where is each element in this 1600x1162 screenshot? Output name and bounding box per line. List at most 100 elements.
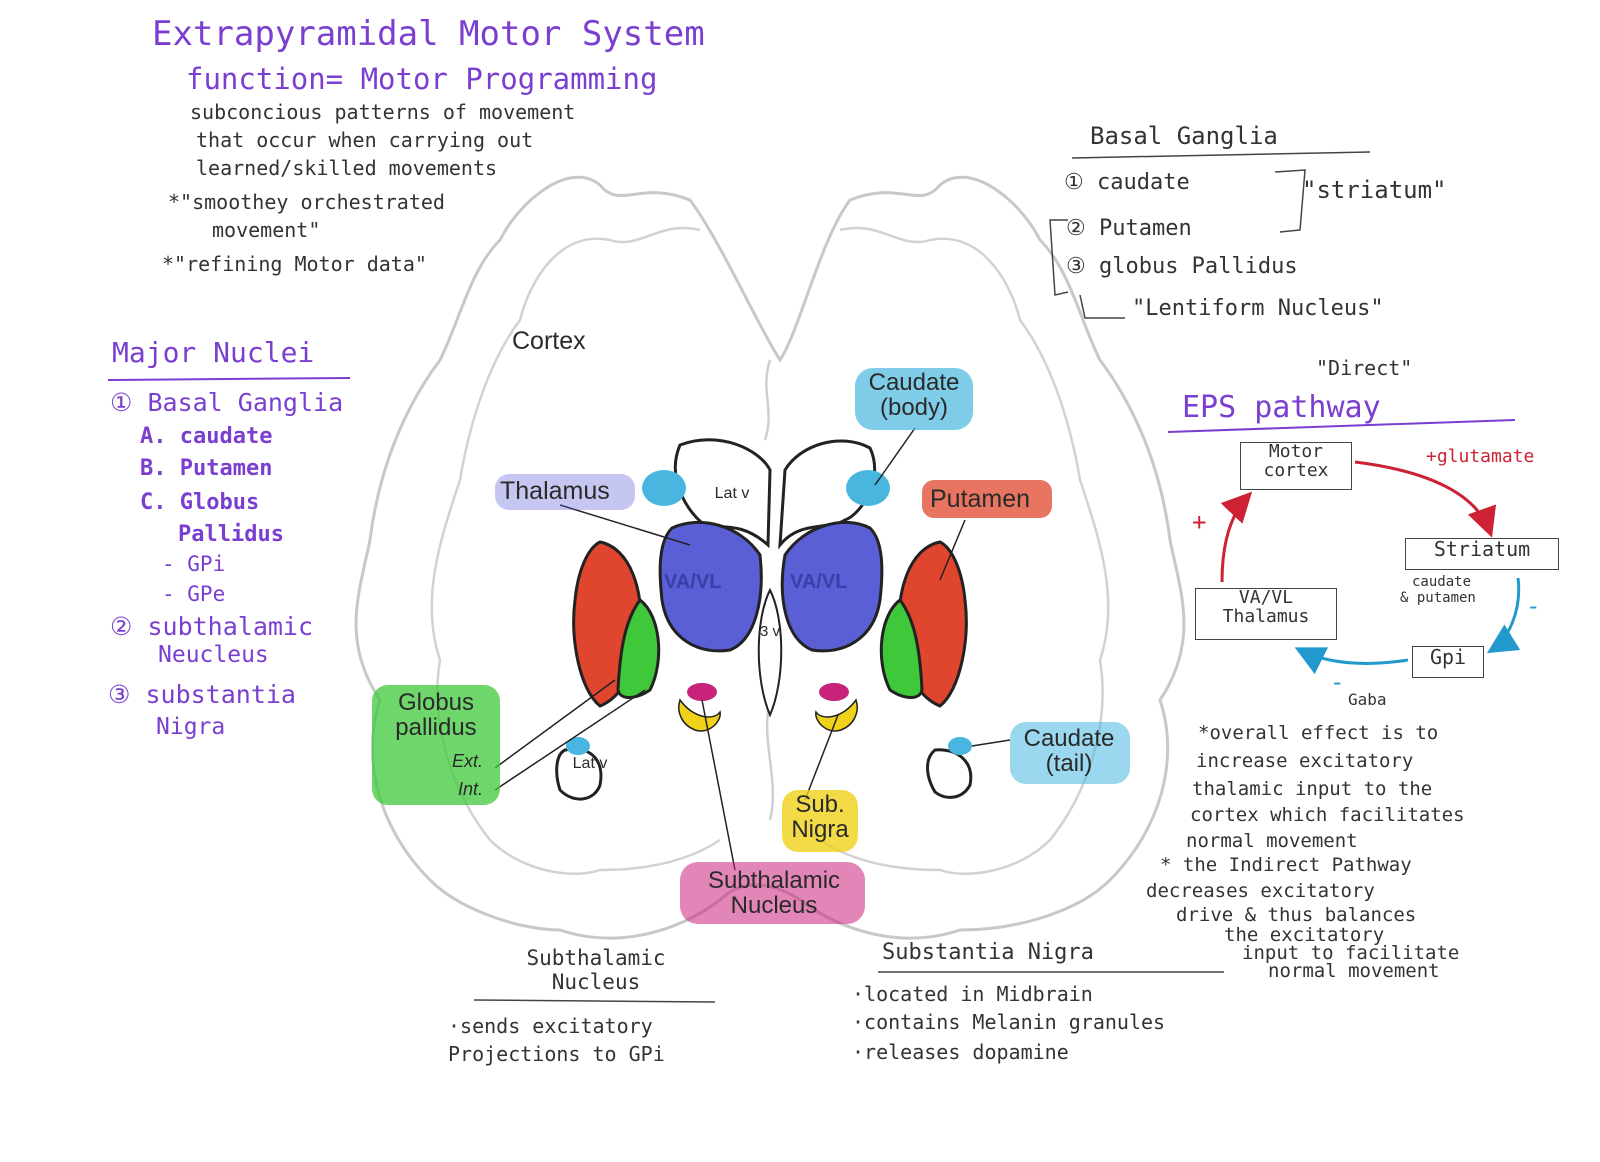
stn-line: Projections to GPi bbox=[448, 1042, 665, 1066]
label-vavl-left: VA/VL bbox=[664, 571, 722, 593]
bg-lentiform: "Lentiform Nucleus" bbox=[1132, 296, 1384, 321]
leader-caudate-body bbox=[874, 427, 916, 486]
leader-putamen bbox=[939, 519, 966, 581]
effect-line: cortex which facilitates bbox=[1190, 804, 1465, 826]
label-int: Int. bbox=[458, 779, 484, 799]
node-thalamus: VA/VL Thalamus bbox=[1195, 588, 1337, 640]
brain-outline bbox=[354, 175, 1186, 940]
hl-caudate-tail bbox=[1010, 722, 1130, 784]
gaba-label: Gaba bbox=[1348, 690, 1387, 709]
effect-line: * the Indirect Pathway bbox=[1160, 854, 1412, 876]
hl-thalamus bbox=[495, 474, 635, 510]
bg-arrow-lentiform bbox=[1079, 294, 1125, 319]
node-motor-cortex: Motor cortex bbox=[1240, 442, 1352, 490]
plus-label: + bbox=[1192, 508, 1207, 536]
label-lat-v-upper: Lat v bbox=[714, 485, 750, 502]
sn-line: ·contains Melanin granules bbox=[852, 1010, 1166, 1034]
caudate-tail-left bbox=[566, 737, 590, 755]
striatum-note-2: & putamen bbox=[1400, 590, 1476, 606]
lat-ventricle-lower-right bbox=[926, 748, 973, 799]
arrow-cortex-striatum bbox=[1354, 460, 1497, 538]
label-vavl-right: VA/VL bbox=[790, 571, 848, 593]
bg-item-2: ② Putamen bbox=[1066, 216, 1192, 241]
leader-nigra bbox=[804, 714, 839, 801]
mn-item: Pallidus bbox=[178, 522, 284, 547]
globus-pallidus-left bbox=[616, 597, 661, 699]
mn-item: ② subthalamic bbox=[110, 612, 314, 641]
label-globus-pallidus: Globus pallidus bbox=[395, 689, 477, 742]
hl-nigra bbox=[782, 790, 858, 852]
stn-title: Subthalamic Nucleus bbox=[526, 946, 666, 995]
eps-underline bbox=[1167, 419, 1516, 433]
node-striatum: Striatum bbox=[1405, 538, 1559, 570]
minus-label-1: - bbox=[1526, 592, 1541, 620]
caudate-body-right bbox=[846, 470, 890, 506]
effect-line: normal movement bbox=[1268, 960, 1440, 982]
mn-item: ① Basal Ganglia bbox=[110, 388, 344, 417]
bg-bracket-lentiform bbox=[1049, 219, 1069, 296]
leader-int bbox=[494, 689, 646, 791]
sn-line: ·located in Midbrain bbox=[852, 982, 1093, 1006]
stn-underline bbox=[473, 999, 716, 1003]
nigra-right bbox=[815, 698, 858, 732]
effect-line: normal movement bbox=[1186, 830, 1358, 852]
arrow-thalamus-cortex bbox=[1220, 491, 1253, 583]
thalamus-right bbox=[780, 520, 884, 653]
function-line: function= Motor Programming bbox=[186, 62, 658, 96]
effect-line: drive & thus balances bbox=[1176, 904, 1417, 926]
hl-caudate-body bbox=[855, 368, 973, 430]
bg-item-3: ③ globus Pallidus bbox=[1066, 254, 1298, 279]
leader-ext bbox=[494, 679, 616, 769]
mn-item: ③ substantia bbox=[108, 680, 296, 709]
mn-item: - GPe bbox=[162, 582, 226, 606]
label-putamen: Putamen bbox=[930, 485, 1031, 513]
sn-line: ·releases dopamine bbox=[852, 1040, 1069, 1064]
mn-underline bbox=[107, 377, 351, 381]
effect-line: decreases excitatory bbox=[1146, 880, 1375, 902]
bg-title-underline bbox=[1071, 151, 1371, 159]
quote-1a: *"smoothey orchestrated bbox=[168, 190, 445, 214]
label-ext: Ext. bbox=[452, 751, 484, 771]
label-sub-nigra: Sub. Nigra bbox=[791, 791, 849, 844]
major-nuclei-title: Major Nuclei bbox=[112, 336, 315, 369]
page-title: Extrapyramidal Motor System bbox=[152, 14, 705, 54]
mn-item: A. caudate bbox=[140, 424, 273, 449]
caudate-tail-right bbox=[948, 737, 972, 755]
midline bbox=[763, 359, 775, 821]
bg-bracket-striatum bbox=[1274, 169, 1306, 233]
striatum-note-1: caudate bbox=[1412, 574, 1472, 590]
effect-line: increase excitatory bbox=[1196, 750, 1414, 772]
caudate-body-left bbox=[642, 470, 686, 506]
effect-line: input to facilitate bbox=[1242, 942, 1460, 964]
arrow-gpi-thalamus bbox=[1294, 647, 1409, 675]
bg-item-1: ① caudate bbox=[1064, 170, 1190, 195]
eps-title: EPS pathway bbox=[1182, 390, 1381, 425]
label-cortex: Cortex bbox=[512, 327, 586, 355]
label-third-ventricle: 3 v bbox=[760, 623, 781, 640]
hl-putamen bbox=[922, 480, 1052, 518]
effect-line: *overall effect is to bbox=[1198, 722, 1439, 744]
thalamus-left bbox=[658, 520, 763, 653]
subthalamic-left bbox=[687, 683, 717, 701]
arrow-striatum-gpi bbox=[1486, 577, 1521, 654]
desc-line-3: learned/skilled movements bbox=[196, 156, 498, 180]
hl-subthalamic bbox=[680, 862, 865, 924]
subthalamic-right bbox=[819, 683, 849, 701]
quote-1b: movement" bbox=[212, 218, 321, 242]
mn-item: Nigra bbox=[156, 714, 226, 740]
leader-thalamus bbox=[559, 504, 691, 546]
bg-striatum: "striatum" bbox=[1302, 176, 1447, 204]
mn-item: C. Globus bbox=[140, 490, 260, 515]
third-ventricle bbox=[757, 587, 783, 718]
quote-2: *"refining Motor data" bbox=[162, 252, 427, 276]
sn-title: Substantia Nigra bbox=[882, 940, 1094, 965]
label-lat-v-lower: Lat v bbox=[572, 755, 608, 772]
globus-pallidus-right bbox=[879, 597, 924, 699]
minus-label-2: - bbox=[1330, 668, 1345, 696]
lat-ventricle-lower-left bbox=[555, 747, 603, 801]
label-caudate-body: Caudate (body) bbox=[868, 369, 960, 422]
leader-subthalamic bbox=[701, 699, 736, 871]
bg-title: Basal Ganglia bbox=[1090, 122, 1278, 150]
node-gpi: Gpi bbox=[1412, 646, 1484, 678]
